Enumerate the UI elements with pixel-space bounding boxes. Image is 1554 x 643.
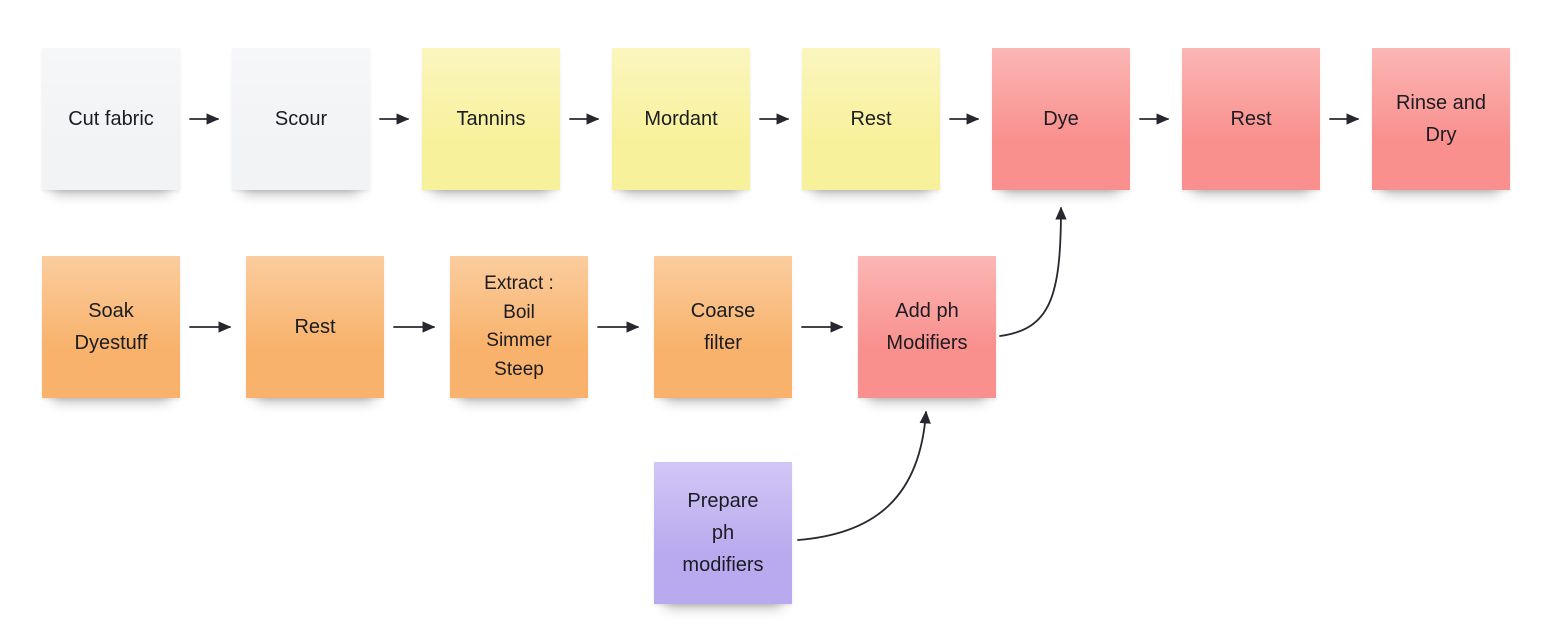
note-label: Tannins [456,108,526,130]
note-label: Soak Dyestuff [74,300,148,354]
note-prepare-ph-modifiers[interactable]: Prepare ph modifiers [654,462,792,604]
note-cut-fabric[interactable]: Cut fabric [42,48,180,190]
note-tannins[interactable]: Tannins [422,48,560,190]
note-label: Extract : Boil Simmer Steep [484,273,554,380]
note-rest-1[interactable]: Rest [802,48,940,190]
note-label: Dye [1043,108,1079,130]
note-label: Rest [850,108,892,130]
arrow-prepare-ph-to-add-ph[interactable] [797,410,931,541]
note-label: Scour [274,108,328,130]
note-label: Cut fabric [68,108,154,130]
note-dye[interactable]: Dye [992,48,1130,190]
note-label: Prepare ph modifiers [682,490,764,576]
note-label: Coarse filter [690,300,756,354]
note-label: Add ph Modifiers [886,300,968,354]
note-scour[interactable]: Scour [232,48,370,190]
note-rinse-and-dry[interactable]: Rinse and Dry [1372,48,1510,190]
note-label: Mordant [644,108,718,130]
note-label: Rinse and Dry [1395,92,1487,146]
arrow-add-ph-to-dye[interactable] [999,206,1067,337]
note-mordant[interactable]: Mordant [612,48,750,190]
note-add-ph-modifiers[interactable]: Add ph Modifiers [858,256,996,398]
note-soak-dyestuff[interactable]: Soak Dyestuff [42,256,180,398]
note-coarse-filter[interactable]: Coarse filter [654,256,792,398]
note-label: Rest [294,316,336,338]
note-rest-2[interactable]: Rest [1182,48,1320,190]
note-label: Rest [1230,108,1272,130]
note-extract[interactable]: Extract : Boil Simmer Steep [450,256,588,398]
note-rest-dyestuff[interactable]: Rest [246,256,384,398]
